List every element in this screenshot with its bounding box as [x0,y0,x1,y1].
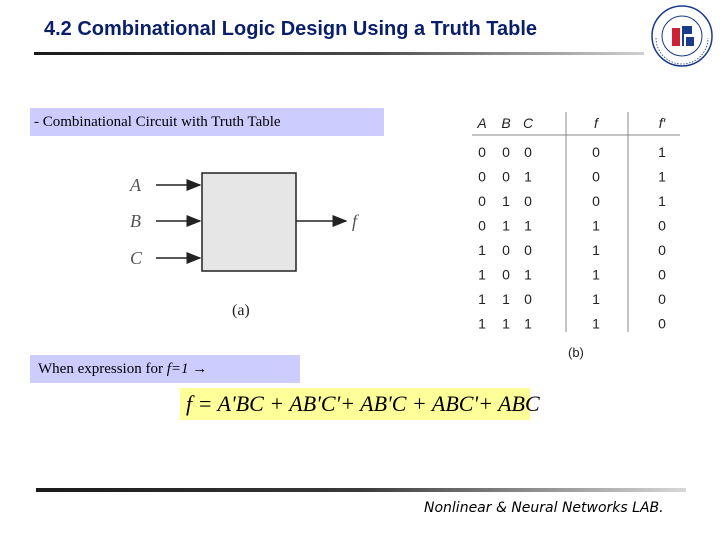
truth-table-header-1: B [501,115,510,131]
circuit-box [201,172,297,272]
truth-table-cell: 0 [502,169,510,185]
truth-table-cell: 1 [524,316,532,332]
truth-table-cell: 1 [592,242,600,258]
truth-table-cell: 1 [592,316,600,332]
truth-table-cell: 0 [502,267,510,283]
truth-table-header-3: f [594,115,600,131]
input-c-label: C [130,248,143,268]
truth-table-cell: 1 [502,291,510,307]
truth-table-cell: 0 [658,218,666,234]
truth-table-cell: 1 [502,316,510,332]
input-b-label: B [130,211,141,231]
truth-table-cell: 1 [592,267,600,283]
truth-table-cell: 0 [478,169,486,185]
truth-table-cell: 1 [592,218,600,234]
truth-table-cell: 0 [524,291,532,307]
expression-label-prefix: When expression for [38,361,167,377]
truth-table-cell: 0 [658,291,666,307]
truth-table-cell: 0 [658,267,666,283]
right-arrow-icon: → [192,361,208,377]
truth-table-cell: 0 [478,144,486,160]
diagram-caption: (a) [232,302,250,319]
output-f-label: f [352,211,360,231]
footer-lab-name: Nonlinear & Neural Networks LAB. [424,500,664,516]
university-logo [651,5,713,67]
input-a-label: A [129,175,142,195]
truth-table-cell: 0 [592,193,600,209]
truth-table-cell: 1 [658,169,666,185]
truth-table-cell: 1 [658,144,666,160]
footer-divider [36,488,686,492]
truth-table-cell: 0 [502,242,510,258]
truth-table-cell: 0 [502,144,510,160]
title-divider [34,52,644,55]
truth-table-caption: (b) [568,345,584,360]
truth-table-cell: 1 [478,267,486,283]
expression-label: When expression for f=1 → [30,355,300,383]
truth-table-cell: 0 [478,193,486,209]
truth-table-cell: 1 [524,218,532,234]
section-header: - Combinational Circuit with Truth Table [30,108,384,136]
truth-table-header-2: C [523,115,534,131]
truth-table-cell: 1 [524,267,532,283]
truth-table-cell: 0 [658,316,666,332]
truth-table-cell: 0 [524,144,532,160]
truth-table-cell: 1 [524,169,532,185]
truth-table-cell: 0 [524,242,532,258]
truth-table-cell: 0 [592,169,600,185]
truth-table-cell: 1 [502,218,510,234]
truth-table-cell: 1 [478,316,486,332]
truth-table-cell: 0 [658,242,666,258]
truth-table-header-4: f′ [659,115,667,131]
truth-table-cell: 1 [478,291,486,307]
truth-table-cell: 1 [478,242,486,258]
truth-table-cell: 1 [502,193,510,209]
expression-label-var: f=1 [166,361,189,377]
truth-table-cell: 0 [592,144,600,160]
truth-table-cell: 1 [658,193,666,209]
sum-of-minterms-equation: f = A'BC + AB'C'+ AB'C + ABC'+ ABC [180,388,540,420]
truth-table-header-0: A [476,115,486,131]
slide-title: 4.2 Combinational Logic Design Using a T… [44,18,538,40]
truth-table-cell: 0 [478,218,486,234]
truth-table-cell: 0 [524,193,532,209]
circuit-block-diagram: A B C f (a) [129,172,360,319]
truth-table-cell: 1 [592,291,600,307]
